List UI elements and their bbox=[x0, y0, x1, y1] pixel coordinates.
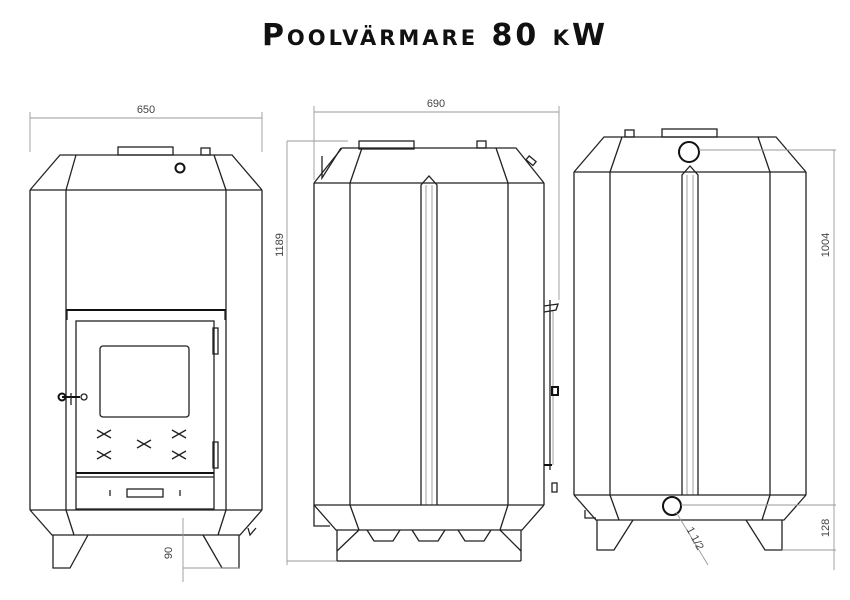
width-label: 650 bbox=[137, 104, 155, 116]
air-vents bbox=[96, 429, 187, 460]
door-window bbox=[99, 345, 190, 418]
door-side-profile bbox=[543, 300, 559, 493]
connection-height-label: 1004 bbox=[820, 233, 832, 257]
side-view: 690 1189 bbox=[274, 98, 560, 565]
leg-height-label: 90 bbox=[163, 547, 175, 559]
door-latch bbox=[57, 392, 88, 405]
depth-label: 690 bbox=[427, 98, 445, 110]
top-knob bbox=[174, 162, 186, 174]
connection-height-dimension: 1004 bbox=[820, 150, 835, 505]
height-dimension: 1189 bbox=[274, 140, 348, 565]
width-dimension: 650 bbox=[29, 104, 263, 152]
lower-pipe-connection bbox=[662, 496, 682, 516]
lower-connection-height-label: 128 bbox=[820, 519, 832, 537]
side-base bbox=[336, 529, 522, 562]
depth-dimension: 690 bbox=[313, 98, 560, 300]
back-view: 1 1/2 1004 128 bbox=[573, 128, 836, 570]
front-view: 650 bbox=[29, 104, 263, 582]
firebox-door bbox=[75, 320, 219, 510]
diagram-title: Poolvärmare 80 kW bbox=[261, 18, 609, 53]
leg-height-dimension: 90 bbox=[163, 518, 240, 582]
ash-drawer-handle bbox=[126, 488, 164, 498]
pipe-size-label: 1 1/2 bbox=[684, 525, 706, 552]
upper-pipe-connection bbox=[678, 141, 700, 163]
height-label: 1189 bbox=[274, 233, 286, 257]
lower-connection-height-dimension: 128 bbox=[782, 505, 836, 570]
